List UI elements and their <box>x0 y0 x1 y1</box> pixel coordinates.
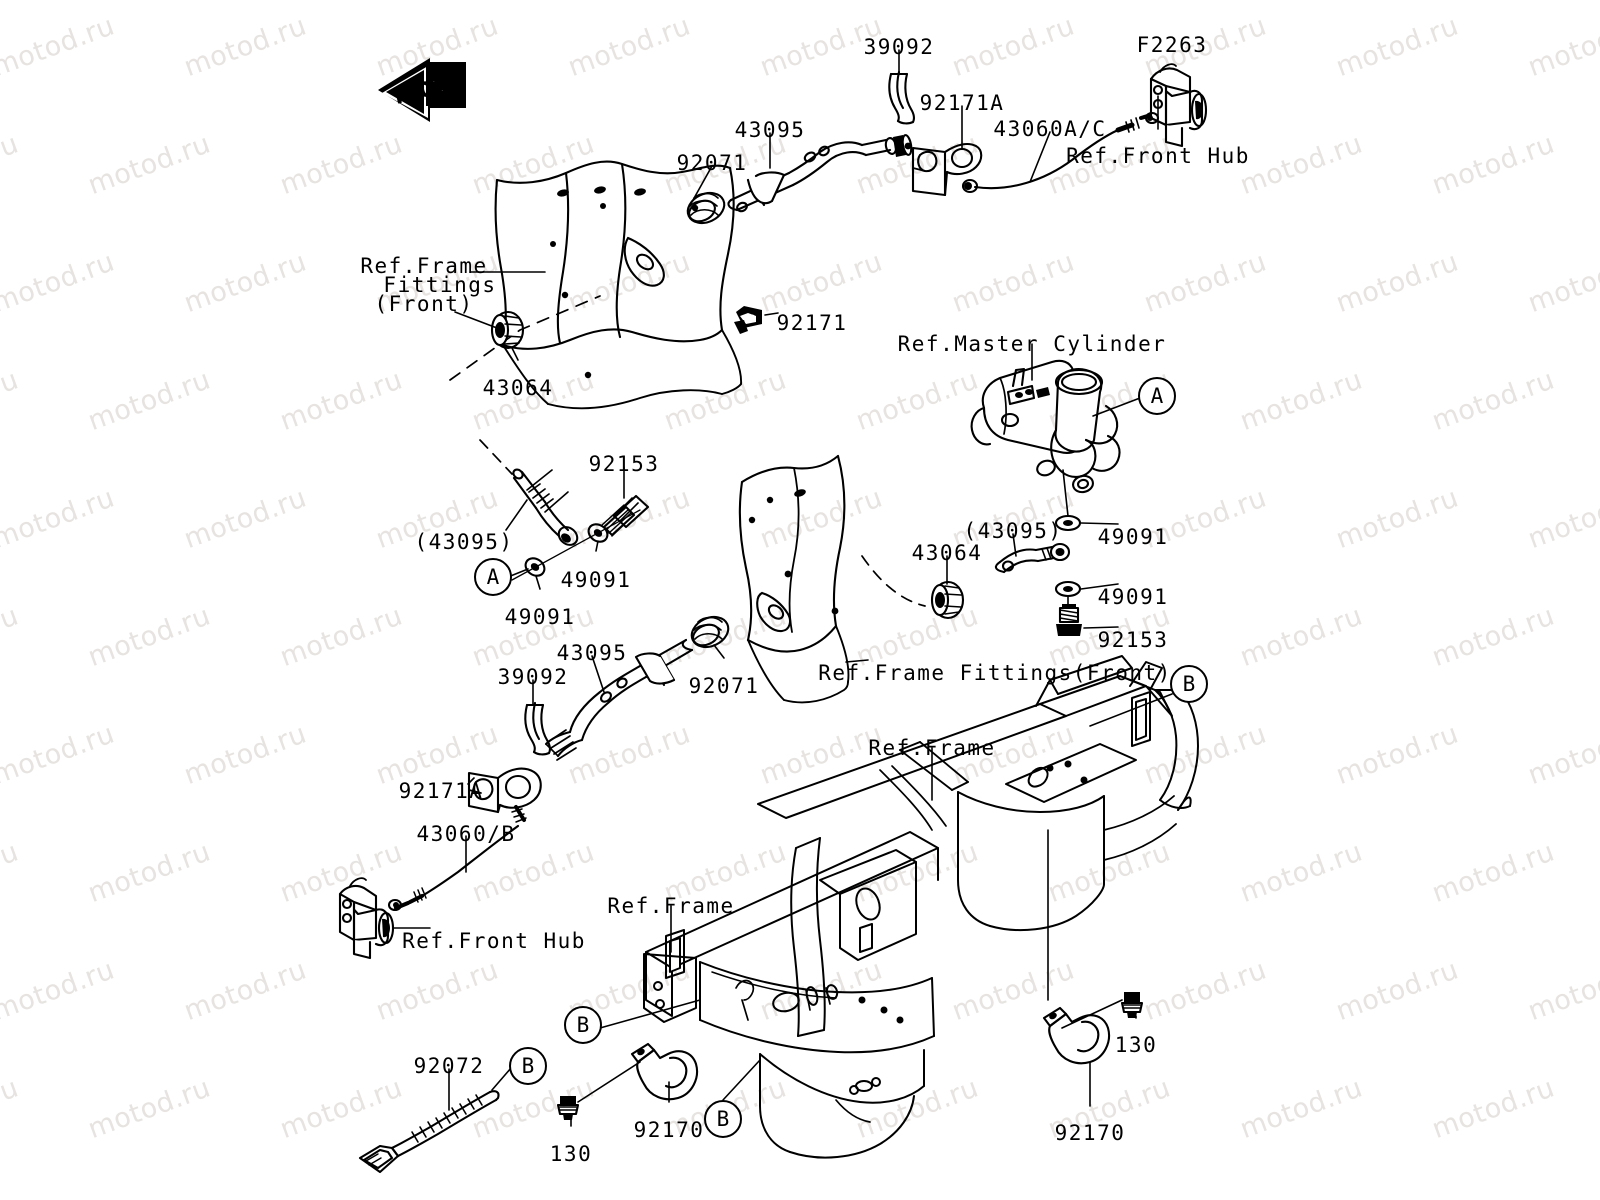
grommet-92071-upper <box>686 191 726 225</box>
part-callout-c26: Ref.Frame Fittings(Front) <box>818 661 1172 685</box>
part-callout-c23: 92071 <box>688 674 760 698</box>
part-callout-c03: 92171A <box>919 91 1005 115</box>
part-callout-c22: 43064 <box>911 541 983 565</box>
part-callout-c17: 49091 <box>504 605 576 629</box>
section-marker-b: B <box>704 1100 742 1138</box>
part-callout-c28: 92171A <box>398 779 484 803</box>
part-callout-c07: Ref.Front Hub <box>1066 144 1250 168</box>
brake-pipe-43095-right <box>994 542 1071 574</box>
section-marker-b: B <box>1170 665 1208 703</box>
section-marker-b: B <box>509 1047 547 1085</box>
part-callout-c10: (Front) <box>374 292 474 316</box>
master-cylinder-assembly <box>970 359 1121 494</box>
grommet-43064-right <box>930 580 965 620</box>
part-callout-c29: 43060/B <box>416 822 516 846</box>
banjo-bolt-92153-left <box>601 494 650 537</box>
part-callout-c04: 43060A/C <box>993 117 1107 141</box>
part-callout-c08: Ref.Frame <box>360 254 488 278</box>
hose-clamp-92170-right <box>1042 1006 1110 1065</box>
frame-fitting-bracket-upper <box>449 160 742 410</box>
part-callout-c02: 39092 <box>863 35 935 59</box>
part-callout-c06: 92071 <box>676 151 748 175</box>
brake-pipe-lower-43095 <box>544 638 694 761</box>
part-callout-c05: 43095 <box>734 118 806 142</box>
hose-clamp-92170-left <box>630 1042 698 1101</box>
frame-fitting-bracket-middle <box>738 454 850 704</box>
grommet-43064-upper <box>490 310 525 350</box>
part-callout-c25: 39092 <box>497 665 569 689</box>
pipe-assembly-43095-left <box>479 439 650 581</box>
clip-39092-lower <box>524 701 552 756</box>
bracket-92171A-lower <box>467 767 542 823</box>
part-callout-c09: Fittings <box>383 273 497 297</box>
part-callout-c36: 92170 <box>633 1118 705 1142</box>
part-callout-c31: Ref.Frame <box>607 894 735 918</box>
cable-tie-92072 <box>358 1090 500 1174</box>
front-hub-cylinder-lower <box>338 877 403 960</box>
frame-assembly <box>643 655 1199 1159</box>
part-callout-c24: 43095 <box>556 641 628 665</box>
part-callout-c14: 92153 <box>588 452 660 476</box>
part-callout-c01: F2263 <box>1136 33 1208 57</box>
section-marker-a: A <box>474 558 512 596</box>
part-callout-c18: (43095) <box>963 519 1063 543</box>
part-callout-c30: Ref.Front Hub <box>402 929 586 953</box>
part-callout-c27: Ref.Frame <box>868 736 996 760</box>
clamp-92171 <box>734 306 762 334</box>
clip-39092-upper <box>888 70 916 125</box>
part-callout-c12: 43064 <box>482 376 554 400</box>
part-callout-c35: 130 <box>549 1142 593 1166</box>
brake-pipe-upper-43095 <box>686 134 913 225</box>
part-callout-c33: 92170 <box>1054 1121 1126 1145</box>
part-callout-c15: (43095) <box>414 530 514 554</box>
part-callout-c11: 92171 <box>776 311 848 335</box>
front-arrow-icon: FRONT <box>378 58 466 122</box>
section-marker-b: B <box>564 1006 602 1044</box>
part-callout-c20: 49091 <box>1097 585 1169 609</box>
part-callout-c34: 92072 <box>413 1054 485 1078</box>
grommet-92071-lower <box>690 615 730 649</box>
part-callout-c32: 130 <box>1114 1033 1158 1057</box>
section-marker-a: A <box>1138 377 1176 415</box>
part-callout-c19: 49091 <box>1097 525 1169 549</box>
bolt-130-right <box>1120 992 1144 1018</box>
part-callout-c21: 92153 <box>1097 628 1169 652</box>
part-callout-c13: Ref.Master Cylinder <box>897 332 1167 356</box>
part-callout-c16: 49091 <box>560 568 632 592</box>
banjo-bolt-92153-right <box>1056 604 1082 636</box>
bolt-130-left <box>556 1096 580 1120</box>
